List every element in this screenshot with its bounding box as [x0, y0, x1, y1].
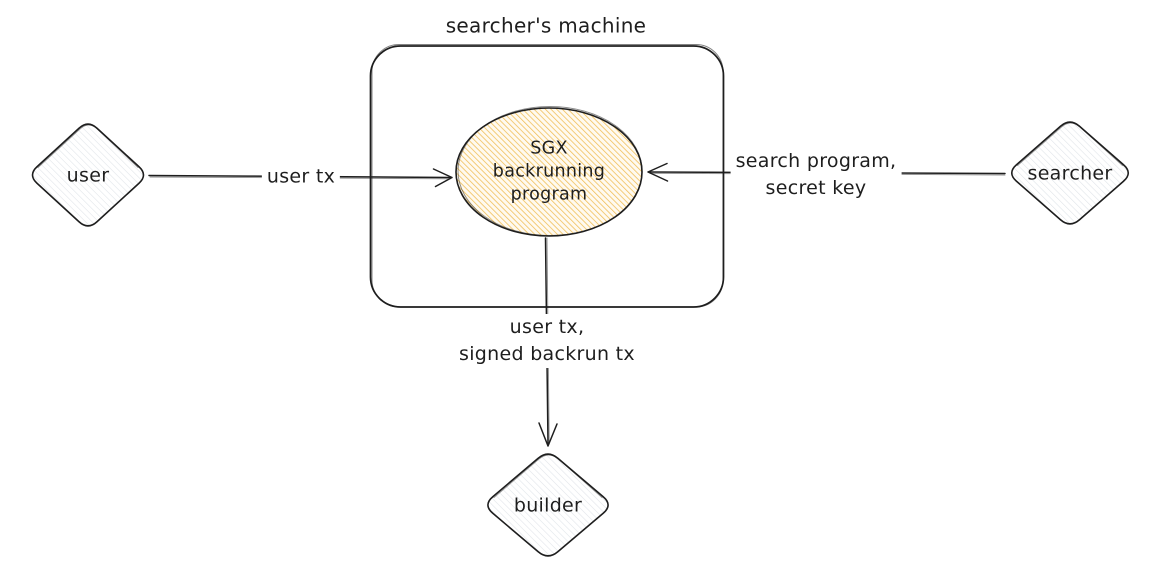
sgx-label-line3: program — [510, 184, 588, 205]
edge-label-signed-backrun-line1: user tx, — [509, 316, 585, 338]
edge-label-search-program-line1: search program, — [735, 150, 897, 172]
builder-diamond — [487, 453, 609, 557]
machine-box-title: searcher's machine — [445, 13, 647, 38]
sgx-label-line1: SGX — [530, 138, 568, 159]
sgx-label-line2: backrunning — [492, 161, 606, 182]
user-diamond — [31, 123, 145, 227]
sgx-node-label: SGX backrunning program — [493, 138, 605, 207]
edge-label-signed-backrun-line2: signed backrun tx — [459, 343, 635, 365]
edge-label-search-program: search program, secret key — [730, 148, 902, 202]
edge-label-search-program-line2: secret key — [765, 177, 867, 199]
sgx-ellipse — [455, 106, 643, 237]
edge-label-user-tx: user tx — [261, 163, 341, 191]
searcher-node-label: searcher — [1027, 162, 1113, 185]
builder-node-label: builder — [513, 494, 583, 517]
edge-label-signed-backrun: user tx, signed backrun tx — [454, 314, 640, 368]
searcher-diamond — [1010, 121, 1130, 225]
user-node-label: user — [66, 164, 110, 187]
